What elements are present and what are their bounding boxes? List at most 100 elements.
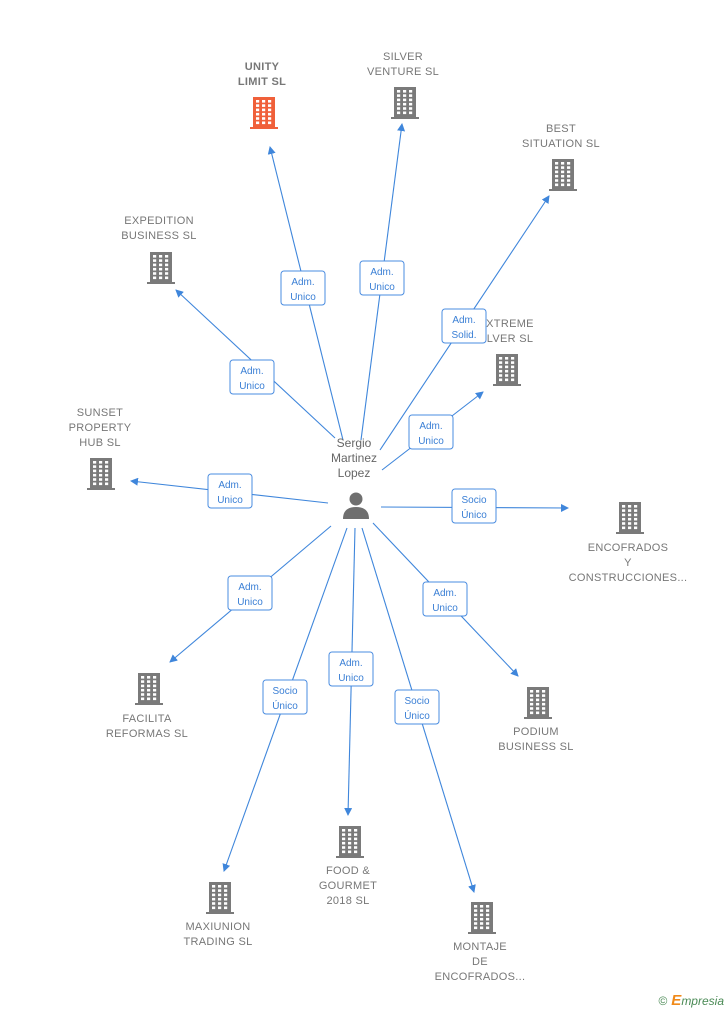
company-name-line: DE — [472, 956, 488, 968]
building-icon — [524, 687, 552, 719]
edge-label-silver[interactable]: Adm. Unico — [359, 260, 405, 296]
company-node-encofrados[interactable]: ENCOFRADOSYCONSTRUCCIONES... — [569, 502, 688, 584]
building-icon — [493, 354, 521, 386]
edge-label-text: Único — [461, 508, 487, 521]
brand-initial: E — [671, 992, 682, 1009]
building-icon — [616, 502, 644, 534]
edge-label-expedition[interactable]: Adm. Unico — [229, 359, 275, 395]
edge-label-text: Adm. — [240, 366, 263, 377]
building-icon — [336, 826, 364, 858]
edge-label-text: Adm. — [452, 315, 475, 326]
edge-labels-layer: Adm.UnicoAdm.UnicoAdm.UnicoAdm.UnicoAdm.… — [207, 260, 497, 725]
edge-label-text: Único — [404, 709, 430, 722]
company-name-line: FACILITA — [122, 713, 172, 725]
company-node-xtreme[interactable]: XTREME LVER SL — [486, 318, 534, 386]
edge-label-text: Solid. — [451, 330, 476, 341]
company-name-line: ENCOFRADOS — [588, 542, 669, 554]
company-name-line: VENTURE SL — [367, 66, 439, 78]
edge-label-box — [408, 414, 454, 450]
edge-label-text: Adm. — [291, 277, 314, 288]
copyright-icon: © — [658, 994, 668, 1008]
building-icon — [250, 97, 278, 129]
edge-label-text: Unico — [217, 495, 243, 506]
building-icon — [549, 159, 577, 191]
edge-label-facilita[interactable]: Adm. Unico — [227, 575, 273, 611]
company-name-line: MAXIUNION — [185, 921, 250, 933]
company-name-line: GOURMET — [319, 880, 377, 892]
edge-label-box — [328, 651, 374, 687]
company-name-line: SITUATION SL — [522, 138, 600, 150]
edge-label-text: Unico — [239, 381, 265, 392]
building-icon — [391, 87, 419, 119]
person-name-line-2: Martinez — [331, 451, 377, 465]
building-icon — [147, 252, 175, 284]
edge-label-box — [441, 308, 487, 344]
edge-label-sunset[interactable]: Adm.Unico — [207, 473, 253, 509]
edge-label-box — [359, 260, 405, 296]
company-name-line: EXPEDITION — [124, 215, 194, 227]
company-name-line: LIMIT SL — [238, 76, 286, 88]
company-name-line: PODIUM — [513, 726, 559, 738]
edge-label-text: Adm. — [238, 582, 261, 593]
edge-label-text: Unico — [418, 436, 444, 447]
company-name-line: CONSTRUCCIONES... — [569, 572, 688, 584]
company-name-line: BUSINESS SL — [121, 230, 196, 242]
edge-label-best[interactable]: Adm. Solid. — [441, 308, 487, 344]
company-node-expedition[interactable]: EXPEDITION BUSINESS SL — [121, 215, 196, 284]
edge-label-box — [280, 270, 326, 306]
company-name-line: SILVER — [383, 51, 423, 63]
company-name-line: SUNSET — [77, 407, 123, 419]
company-name-line: UNITY — [245, 61, 280, 73]
building-icon — [206, 882, 234, 914]
company-name-line: HUB SL — [79, 437, 121, 449]
edge-label-podium[interactable]: Adm. Unico — [422, 581, 468, 617]
person-icon — [343, 492, 369, 519]
edge-label-unity[interactable]: Adm. Unico — [280, 270, 326, 306]
person-name-line-3: Lopez — [338, 466, 371, 480]
edge-label-xtreme[interactable]: Adm. Unico — [408, 414, 454, 450]
edge-label-food[interactable]: Adm. Unico — [328, 651, 374, 687]
building-icon — [87, 458, 115, 490]
edge-label-text: Unico — [290, 292, 316, 303]
company-name-line: REFORMAS SL — [106, 728, 188, 740]
edge-label-box — [422, 581, 468, 617]
building-icon — [135, 673, 163, 705]
company-name-line: LVER SL — [487, 333, 534, 345]
edge-label-text: Adm. — [370, 267, 393, 278]
center-person-node[interactable]: Sergio Martinez Lopez — [331, 436, 377, 519]
company-name-line: ENCOFRADOS... — [435, 971, 526, 983]
edge-label-box — [207, 473, 253, 509]
edge-label-text: Adm. — [419, 421, 442, 432]
edge-label-box — [227, 575, 273, 611]
company-node-unity[interactable]: UNITY LIMIT SL — [238, 61, 286, 129]
company-node-silver[interactable]: SILVER VENTURE SL — [367, 51, 439, 119]
edge-label-box — [394, 689, 440, 725]
edge-label-text: Adm. — [339, 658, 362, 669]
edge-label-text: Socio — [461, 495, 486, 506]
edge-label-text: Unico — [338, 673, 364, 684]
edge-label-text: Unico — [369, 282, 395, 293]
edge-label-text: Adm. — [433, 588, 456, 599]
edge-label-text: Unico — [237, 597, 263, 608]
company-node-montaje[interactable]: MONTAJE DE ENCOFRADOS... — [435, 902, 526, 983]
brand-name: mpresia — [681, 994, 724, 1008]
company-node-best[interactable]: BEST SITUATION SL — [522, 123, 600, 191]
company-name-line: XTREME — [486, 318, 534, 330]
edge-label-text: Unico — [432, 603, 458, 614]
edge-label-box — [451, 488, 497, 524]
company-node-facilita[interactable]: FACILITA REFORMAS SL — [106, 673, 188, 740]
company-name-line: BEST — [546, 123, 576, 135]
empresia-brand[interactable]: ©Empresia — [658, 992, 724, 1009]
company-name-line: MONTAJE — [453, 941, 507, 953]
edge-label-text: Socio — [404, 696, 429, 707]
person-name-line-1: Sergio — [337, 436, 372, 450]
nodes-layer: UNITY LIMIT SL SILVER VENTURE SL BEST SITUATI… — [69, 51, 688, 983]
